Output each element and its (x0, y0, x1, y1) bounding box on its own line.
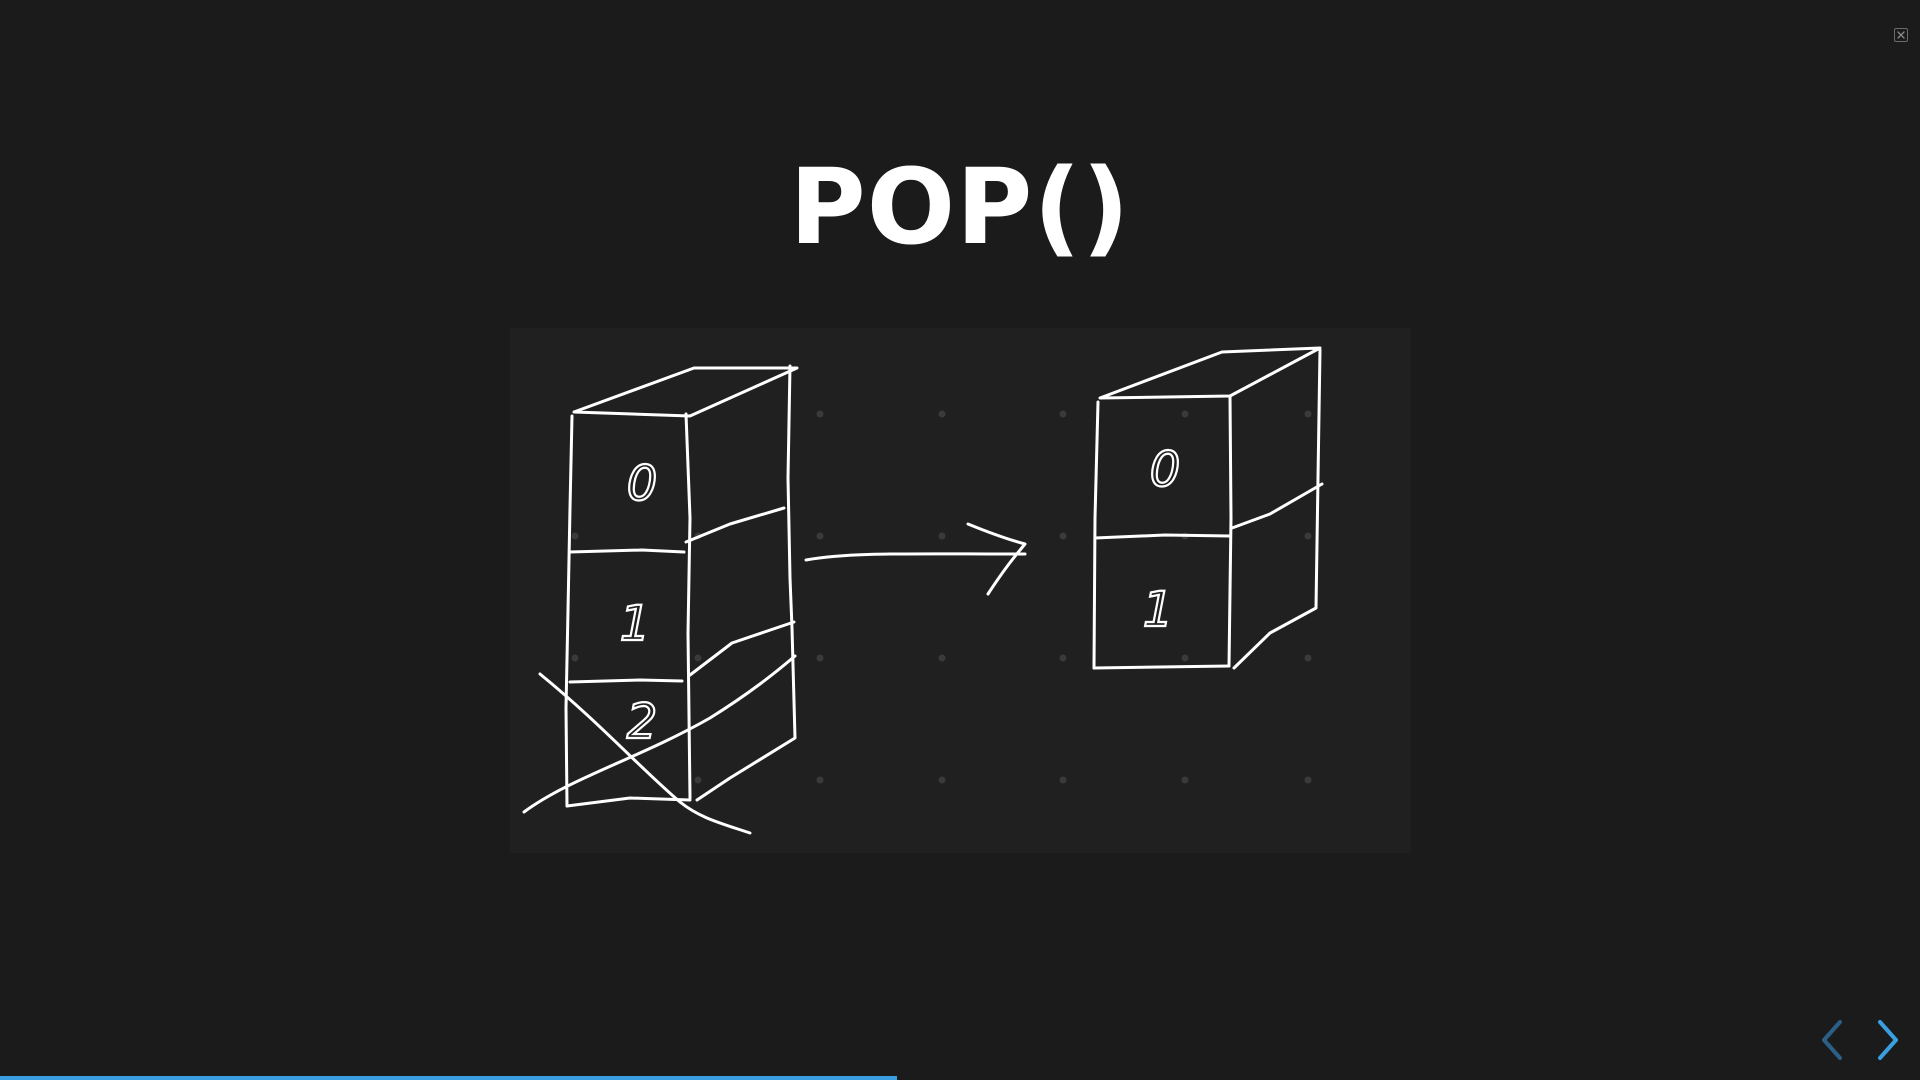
stack-after-cell-1: 1 (1143, 582, 1174, 638)
stack-before-cell-0: 0 (627, 456, 658, 512)
stack-before-cell-1: 1 (620, 596, 651, 652)
stack-before (522, 364, 799, 835)
slide-title: POP() (789, 146, 1131, 268)
transition-arrow (804, 522, 1027, 596)
progress-fill (0, 1076, 897, 1080)
next-slide-button[interactable] (1870, 1018, 1906, 1062)
progress-bar (0, 1076, 1920, 1080)
chevron-right-icon (1878, 1020, 1898, 1060)
close-button[interactable] (1894, 28, 1908, 42)
stack-after (1092, 346, 1324, 670)
previous-slide-button[interactable] (1814, 1018, 1850, 1062)
stack-after-cell-0: 0 (1150, 442, 1181, 498)
dot-grid (571, 410, 1312, 784)
stack-pop-diagram: 0 1 2 0 1 (510, 328, 1411, 853)
close-icon (1897, 31, 1905, 39)
stack-before-cell-2: 2 (627, 694, 658, 750)
chevron-left-icon (1822, 1020, 1842, 1060)
